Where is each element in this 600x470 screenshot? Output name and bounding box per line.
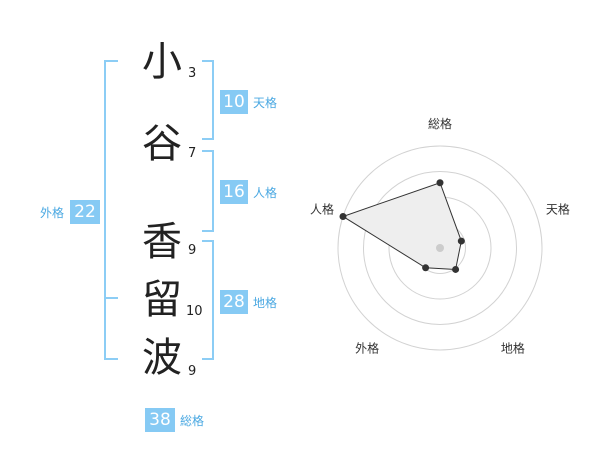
chikaku-label: 地格	[253, 296, 278, 310]
chikaku-value-badge: 28	[220, 290, 248, 314]
radar-axis-label-1: 総格	[428, 116, 452, 131]
radar-vertex-3	[452, 265, 460, 273]
soukaku-label: 総格	[180, 414, 205, 428]
gaikaku-label: 外格	[40, 206, 65, 220]
tenkaku-label: 天格	[253, 96, 278, 110]
name-char-1: 小	[142, 39, 182, 85]
radar-ring	[337, 145, 543, 351]
gaikaku-bracket-tick	[104, 297, 118, 299]
gaikaku-bracket	[104, 60, 118, 360]
radar-vertex-5	[339, 212, 347, 220]
soukaku-value-badge: 38	[145, 408, 175, 432]
stroke-count-4: 10	[186, 304, 203, 319]
radar-axis-label-2: 天格	[546, 202, 570, 217]
radar-vertices	[339, 179, 465, 273]
name-char-4: 留	[142, 277, 182, 323]
jinkaku-label: 人格	[253, 186, 278, 200]
jinkaku-bracket	[202, 150, 214, 232]
name-char-5: 波	[142, 335, 182, 381]
radar-center-dot	[436, 244, 444, 252]
chikaku-bracket	[202, 240, 214, 360]
stroke-count-2: 7	[188, 146, 197, 161]
stroke-count-1: 3	[188, 66, 197, 81]
jinkaku-value-badge: 16	[220, 180, 248, 204]
radar-polygon	[341, 182, 462, 270]
radar-ring	[363, 171, 517, 325]
stroke-count-3: 9	[188, 243, 197, 258]
radar-vertex-4	[422, 264, 430, 272]
name-char-3: 香	[142, 219, 182, 265]
radar-axis-label-3: 地格	[501, 340, 525, 355]
radar-axis-label-4: 外格	[355, 340, 379, 355]
name-char-2: 谷	[142, 121, 182, 167]
tenkaku-value-badge: 10	[220, 90, 248, 114]
gaikaku-value-badge: 22	[70, 200, 100, 224]
radar-vertex-2	[457, 237, 465, 245]
radar-axis-label-5: 人格	[310, 202, 334, 217]
stroke-count-5: 9	[188, 364, 197, 379]
radar-vertex-1	[436, 179, 444, 187]
tenkaku-bracket	[202, 60, 214, 140]
